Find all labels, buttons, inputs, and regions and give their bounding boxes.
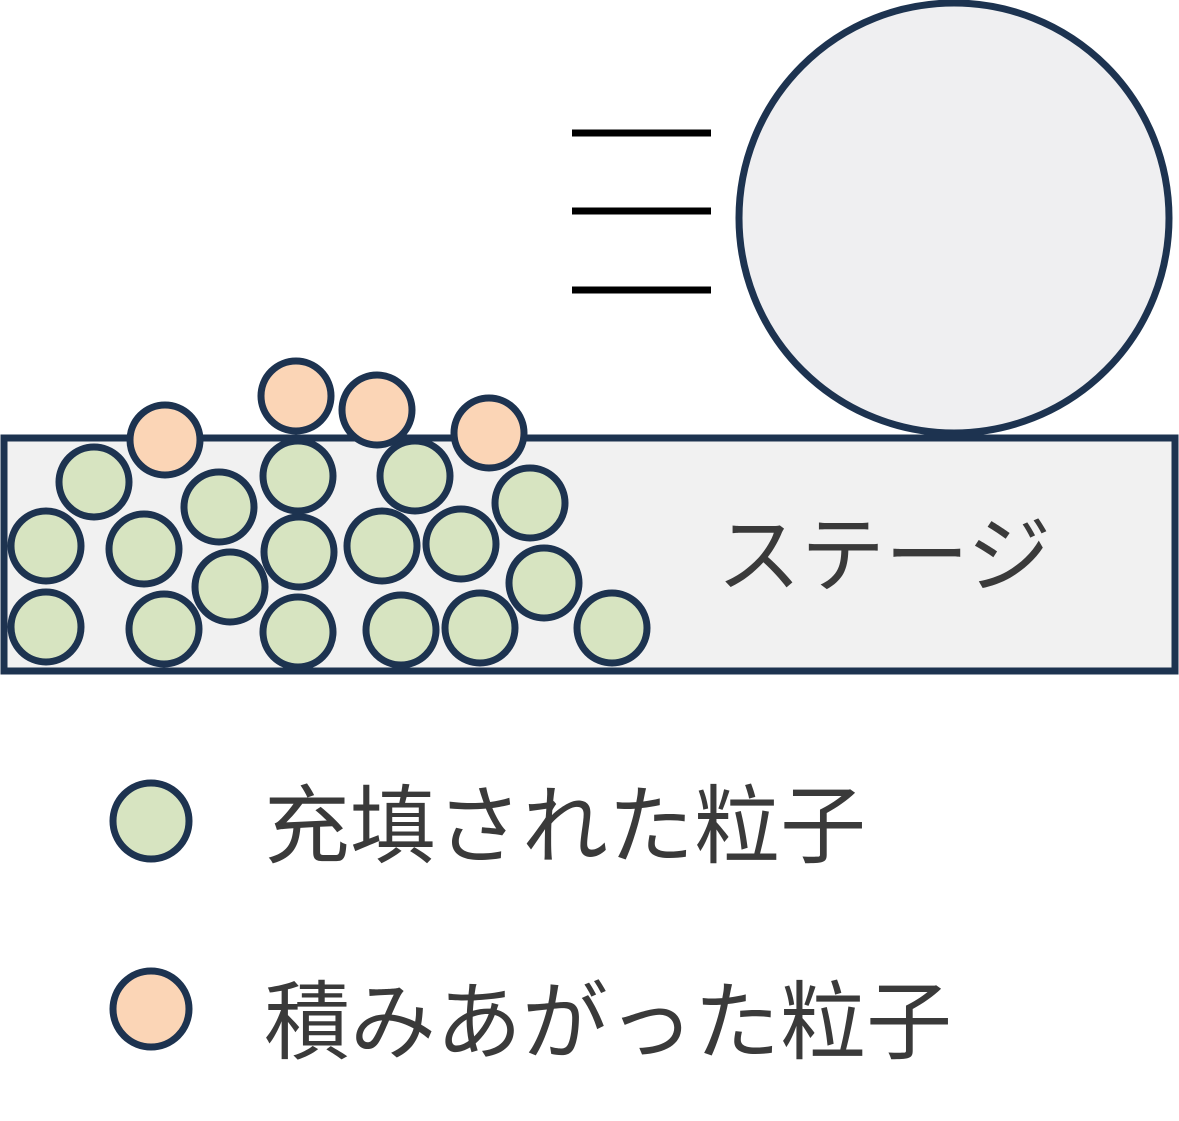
filled-particle (105, 510, 183, 588)
filled-particle (180, 468, 258, 546)
filled-particle (376, 437, 454, 515)
filled-particle (505, 544, 583, 622)
filled-particle (573, 589, 651, 667)
filled-particle (491, 464, 569, 542)
roller-circle (735, 0, 1173, 437)
filled-particle (422, 505, 500, 583)
stage-label: ステージ (717, 507, 1051, 605)
filled-particle (259, 593, 337, 671)
motion-lines (572, 129, 711, 294)
stacked-particle (338, 371, 416, 449)
filled-particle (441, 589, 519, 667)
stacked-particles (126, 357, 528, 479)
filled-particle (343, 507, 421, 585)
stacked-particle (450, 394, 528, 472)
legend-item-stacked: 積みあがった粒子 (109, 967, 952, 1073)
filled-particle (7, 507, 85, 585)
filled-particle (260, 513, 338, 591)
filled-particle (55, 443, 133, 521)
filled-particles (7, 437, 651, 671)
legend-item-filled: 充填された粒子 (109, 777, 866, 877)
legend-label-filled: 充填された粒子 (264, 777, 866, 877)
legend-swatch-filled (109, 779, 193, 863)
filled-particle (125, 590, 203, 668)
legend-label-stacked: 積みあがった粒子 (264, 973, 952, 1073)
stacked-particle (126, 401, 204, 479)
stacked-particle (257, 357, 335, 435)
filled-particle (191, 548, 269, 626)
legend-swatch-stacked (109, 967, 193, 1051)
filled-particle (259, 437, 337, 515)
filled-particle (362, 591, 440, 669)
filled-particle (7, 588, 85, 666)
legend: 充填された粒子 積みあがった粒子 (109, 777, 952, 1073)
